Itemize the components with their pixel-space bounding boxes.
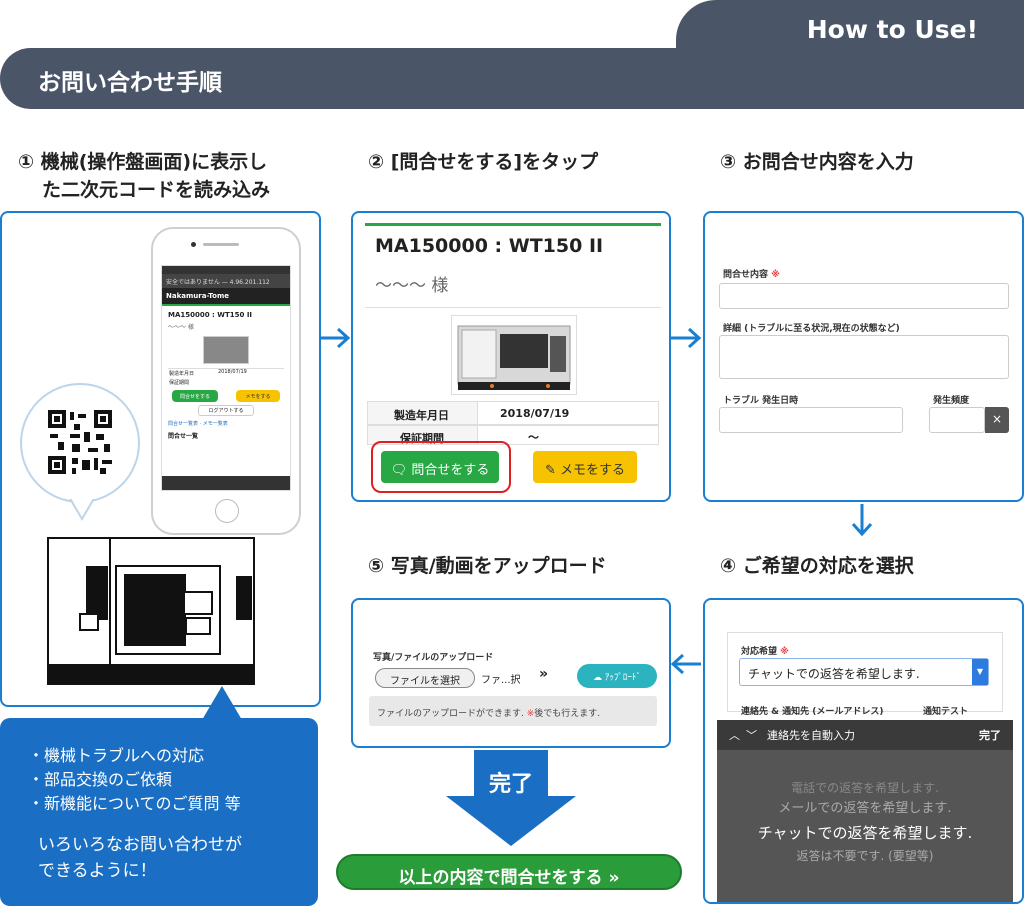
arrow-left-icon (670, 653, 701, 675)
contact-label: 連絡先 & 通知先 (メールアドレス) (741, 707, 884, 717)
feature-item: ・新機能についてのご質問 等 (28, 794, 241, 813)
upload-button[interactable]: ☁ ｱｯﾌﾟﾛｰﾄﾞ (577, 664, 657, 688)
how-to-use-label: How to Use! (806, 15, 978, 44)
step2-title: ② [問合せをする]をタップ (368, 151, 599, 173)
features-box: ・機械トラブルへの対応 ・部品交換のご依頼 ・新機能についてのご質問 等 いろい… (0, 718, 318, 906)
file-name: ファ...択 (481, 675, 521, 686)
phone-machine-title: MA150000 : WT150 II (168, 311, 253, 319)
frequency-label: 発生頻度 (933, 396, 970, 406)
picker-toolbar: ︿ ﹀ 連絡先を自動入力 完了 (717, 720, 1013, 750)
status-bar (162, 266, 290, 274)
picker-option[interactable]: メールでの返答を希望します. (778, 801, 952, 816)
edit-icon: ✎ (544, 463, 556, 478)
feature-item: ・機械トラブルへの対応 (28, 746, 205, 765)
chat-icon: 🗨 (390, 463, 408, 478)
step3-panel: 問合せ内容 ※ 詳細 (トラブルに至る状況,現在の状態など) トラブル 発生日時… (703, 211, 1024, 502)
upload-note: ファイルのアップロードができます. ※後でも行えます. (369, 696, 657, 726)
detail-label: 詳細 (トラブルに至る状況,現在の状態など) (723, 324, 900, 334)
step2-panel: MA150000 : WT150 II 〜〜〜 様 製造年月日 2018/07/… (351, 211, 671, 502)
chevron-down-icon[interactable]: ﹀ (746, 729, 757, 742)
date-label: トラブル 発生日時 (723, 396, 799, 406)
arrow-down-icon (851, 504, 873, 537)
customer-name: 〜〜〜 様 (375, 276, 449, 296)
date-row: 製造年月日 2018/07/19 (367, 401, 659, 425)
response-select[interactable]: チャットでの返答を希望します. ▼ (739, 658, 989, 686)
step5-panel: 写真/ファイルのアップロード ファイルを選択 ファ...択 » ☁ ｱｯﾌﾟﾛｰ… (351, 598, 671, 748)
phone-inquire-button[interactable]: 問合せをする (172, 390, 218, 402)
home-button[interactable] (215, 499, 239, 523)
picker-option[interactable]: 電話での返答を希望します. (791, 781, 939, 795)
phone-customer: 〜〜〜 様 (168, 324, 194, 331)
qr-code-icon (48, 410, 112, 474)
picker-wheel[interactable]: 電話での返答を希望します. メールでの返答を希望します. チャットでの返答を希望… (717, 750, 1013, 866)
step5-title: ⑤ 写真/動画をアップロード (368, 555, 607, 577)
smartphone-mockup: 安全ではありません — 4.96.201.112 Nakamura-Tome M… (151, 227, 301, 535)
detail-textarea[interactable] (719, 335, 1009, 379)
inquire-button[interactable]: 🗨 問合せをする (381, 451, 499, 483)
step4-title: ④ ご希望の対応を選択 (720, 555, 914, 577)
phone-memo-button[interactable]: メモをする (236, 390, 280, 402)
cloud-upload-icon: ☁ (593, 673, 603, 683)
arrow-right-icon (671, 327, 702, 349)
bubble-tail (68, 495, 96, 521)
warranty-row: 保証期間 〜 (367, 425, 659, 445)
machine-title: MA150000 : WT150 II (375, 235, 604, 257)
url-bar[interactable]: 安全ではありません — 4.96.201.112 (162, 274, 290, 288)
page-title: お問い合わせ手順 (38, 70, 222, 96)
feature-list: ・機械トラブルへの対応 ・部品交換のご依頼 ・新機能についてのご質問 等 (28, 744, 241, 816)
autofill-label[interactable]: 連絡先を自動入力 (767, 729, 855, 742)
complete-arrow-icon (446, 750, 576, 846)
response-label: 対応希望 ※ (741, 647, 789, 657)
picker-option-selected[interactable]: チャットでの返答を希望します. (757, 824, 973, 842)
phone-list-heading: 問合せ一覧 (168, 433, 199, 440)
chevron-up-icon[interactable]: ︿ (729, 729, 740, 742)
bluebox-pointer (202, 686, 242, 720)
highlight-ring (371, 441, 511, 493)
phone-screen: 安全ではありません — 4.96.201.112 Nakamura-Tome M… (161, 265, 291, 491)
arrow-right-icon (320, 327, 351, 349)
memo-button[interactable]: ✎ メモをする (533, 451, 637, 483)
step3-title: ③ お問合せ内容を入力 (720, 151, 914, 173)
ios-picker-overlay: ︿ ﹀ 連絡先を自動入力 完了 電話での返答を希望します. メールでの返答を希望… (717, 720, 1013, 902)
upload-label: 写真/ファイルのアップロード (373, 653, 494, 663)
date-input[interactable] (719, 407, 903, 433)
title-band: お問い合わせ手順 (0, 48, 1024, 109)
content-input[interactable] (719, 283, 1009, 309)
test-label: 通知テスト (923, 707, 969, 717)
choose-file-button[interactable]: ファイルを選択 (375, 668, 475, 688)
machine-photo (451, 315, 577, 395)
feature-item: ・部品交換のご依頼 (28, 770, 173, 789)
summary-text: いろいろなお問い合わせが できるように！ (38, 835, 242, 881)
camera (191, 242, 196, 247)
phone-links[interactable]: 問合せ一覧表 · メモ一覧表 (168, 421, 228, 427)
step4-panel: 対応希望 ※ チャットでの返答を希望します. ▼ 連絡先 & 通知先 (メールア… (703, 598, 1024, 904)
content-label: 問合せ内容 ※ (723, 270, 780, 280)
phone-machine-photo (203, 336, 249, 364)
submit-inquiry-button[interactable]: 以上の内容で問合せをする » (336, 854, 682, 890)
chevron-down-icon: ▼ (972, 659, 988, 685)
browser-toolbar (162, 476, 290, 490)
picker-option[interactable]: 返答は不要です. (要望等) (796, 849, 934, 863)
machine-illustration (47, 537, 255, 685)
brand-bar: Nakamura-Tome (162, 288, 290, 304)
done-button[interactable]: 完了 (979, 729, 1001, 742)
phone-logout-button[interactable]: ログアウトする (198, 405, 254, 416)
frequency-input[interactable] (929, 407, 985, 433)
step1-title: ① 機械(操作盤画面)に表示し た二次元コードを読み込み (18, 151, 271, 201)
chevrons-icon: » (539, 666, 549, 682)
speaker (203, 243, 239, 246)
clear-button[interactable]: × (985, 407, 1009, 433)
complete-label: 完了 (488, 772, 533, 797)
